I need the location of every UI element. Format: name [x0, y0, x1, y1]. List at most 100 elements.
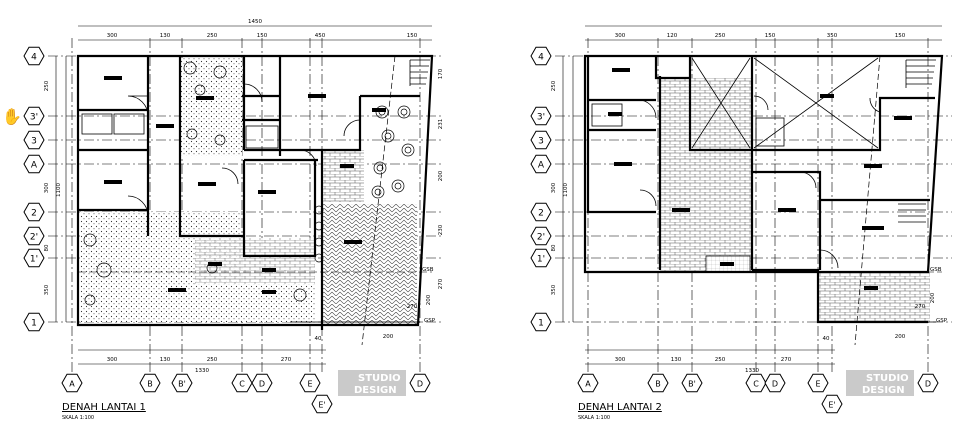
lantai2-col-bubble: B: [647, 373, 669, 393]
lantai1-right-dim: 270: [438, 278, 444, 289]
lantai2-left-dim: 250: [551, 80, 557, 91]
lantai1-door-arc: [127, 195, 149, 217]
lantai1-row-bubble: 3: [23, 130, 45, 150]
lantai1-col-label: C: [239, 380, 245, 389]
lantai2-top-dim: 150: [765, 33, 776, 39]
lantai1-title: DENAH LANTAI 1: [62, 402, 146, 413]
lantai2-col-bubble: D: [917, 373, 939, 393]
lantai1-row-label: A: [31, 161, 38, 171]
lantai2-row-bubble: 2': [530, 226, 552, 246]
lantai1-carport: [322, 204, 417, 324]
lantai2-row-bubble: A: [530, 154, 552, 174]
lantai1-door-arc: [243, 83, 263, 103]
studio-watermark-2: STUDIO DESIGN: [846, 370, 914, 396]
lantai2-extra-dim: 40: [823, 336, 830, 342]
lantai2-col-label: D: [925, 380, 931, 389]
lantai2-col-label: E': [828, 401, 835, 410]
lantai1-col-bubble: E': [311, 394, 333, 414]
lantai1-row-bubble: 4: [23, 46, 45, 66]
lantai2-col-bubble: C: [745, 373, 767, 393]
lantai2-col-bubble: D: [764, 373, 786, 393]
lantai1-door-arc: [299, 149, 317, 167]
lantai1-top-dim: 150: [407, 33, 418, 39]
lantai2-col-bubble: E': [821, 394, 843, 414]
lantai2-top-dim: 150: [895, 33, 906, 39]
lantai1-toilet-room: [245, 125, 279, 149]
lantai1-row-bubble: A: [23, 154, 45, 174]
lantai2-gsb-label: GSB: [930, 267, 942, 273]
lantai1-left-dim: 300: [44, 182, 50, 193]
lantai1-right-dim: 231: [438, 119, 444, 130]
lantai1-extra-dim: 40: [315, 336, 322, 342]
lantai2-door-arc: [635, 99, 657, 119]
lantai2-row-label: 4: [538, 53, 544, 63]
lantai2-bottom-dim: 270: [781, 357, 792, 363]
lantai1-col-label: E': [318, 401, 325, 410]
lantai1-extra-dim: 270: [407, 304, 418, 310]
lantai1-scale: SKALA 1:100: [62, 415, 94, 421]
lantai2-left-dim: 80: [551, 244, 557, 251]
lantai1-bottom-dim: 130: [160, 357, 171, 363]
lantai1-row-label: 3: [31, 137, 37, 147]
studio-watermark-1: STUDIO DESIGN: [338, 370, 406, 396]
lantai2-right-dim: 200: [930, 292, 936, 303]
lantai1-bottom-dim: 270: [281, 357, 292, 363]
lantai2-col-bubble: E: [807, 373, 829, 393]
lantai1-toilet-room: [113, 113, 145, 135]
lantai1-plants: [83, 61, 415, 306]
lantai1-walls: [76, 54, 434, 346]
lantai1-outline: [76, 54, 434, 327]
lantai1-right-dim: 200: [438, 170, 444, 181]
lantai2-stairs: [905, 59, 936, 88]
lantai1-left-total: 1100: [56, 183, 62, 197]
lantai2-col-bubble: A: [577, 373, 599, 393]
lantai1-room-labels: [104, 76, 386, 294]
lantai1-top-dim: 150: [257, 33, 268, 39]
lantai2-row-bubble: 1': [530, 248, 552, 268]
lantai2-top-dim: 350: [827, 33, 838, 39]
lantai1-col-bubble: A: [61, 373, 83, 393]
lantai2-door-arc: [639, 189, 657, 207]
lantai1-door-arc: [343, 119, 361, 137]
lantai1-left-dim: 80: [44, 244, 50, 251]
watermark-line1: STUDIO: [866, 373, 909, 384]
lantai2-left-dim: 350: [551, 284, 557, 295]
lantai1-left-dim: 350: [44, 284, 50, 295]
lantai2-extra-dim: 270: [915, 304, 926, 310]
lantai1-garden-inner: [180, 58, 242, 156]
lantai2-boundary-line: [854, 55, 881, 346]
lantai2-row-bubble: 2: [530, 202, 552, 222]
lantai1-row-bubble: 1: [23, 312, 45, 332]
lantai2-door-arc: [799, 171, 817, 189]
lantai2-bottom-total: 1330: [745, 368, 759, 374]
lantai1-top-dim: 130: [160, 33, 171, 39]
lantai1-row-bubble: 1': [23, 248, 45, 268]
lantai2-col-label: C: [753, 380, 759, 389]
lantai2-row-label: 2: [538, 209, 544, 219]
lantai1-row-label: 2: [31, 209, 37, 219]
lantai2-row-label: 3': [537, 113, 545, 123]
lantai2-balcony-brick: [818, 272, 930, 322]
lantai1-right-dim: 170: [438, 68, 444, 79]
lantai1-bottom-dim: 250: [207, 357, 218, 363]
lantai1-row-bubble: 2': [23, 226, 45, 246]
lantai2-toilet-room: [755, 117, 785, 147]
lantai2-row-label: A: [538, 161, 545, 171]
lantai1-col-label: A: [69, 380, 75, 389]
lantai1-col-bubble: C: [231, 373, 253, 393]
lantai1-top-dim: 250: [207, 33, 218, 39]
lantai2-stairs-lower: [898, 203, 926, 223]
lantai1-bottom-total: 1330: [195, 368, 209, 374]
lantai2-walls: [583, 54, 944, 346]
lantai2-row-label: 1': [537, 255, 545, 265]
lantai2-row-label: 3: [538, 137, 544, 147]
lantai2-top-dim: 120: [667, 33, 678, 39]
lantai1-col-bubble: D: [409, 373, 431, 393]
lantai1-col-label: B: [147, 380, 153, 389]
lantai2-void-cross: [753, 57, 879, 149]
lantai1-row-bubble: 3': [23, 106, 45, 126]
lantai2-door-arc: [753, 95, 769, 111]
lantai1-col-label: D: [259, 380, 265, 389]
